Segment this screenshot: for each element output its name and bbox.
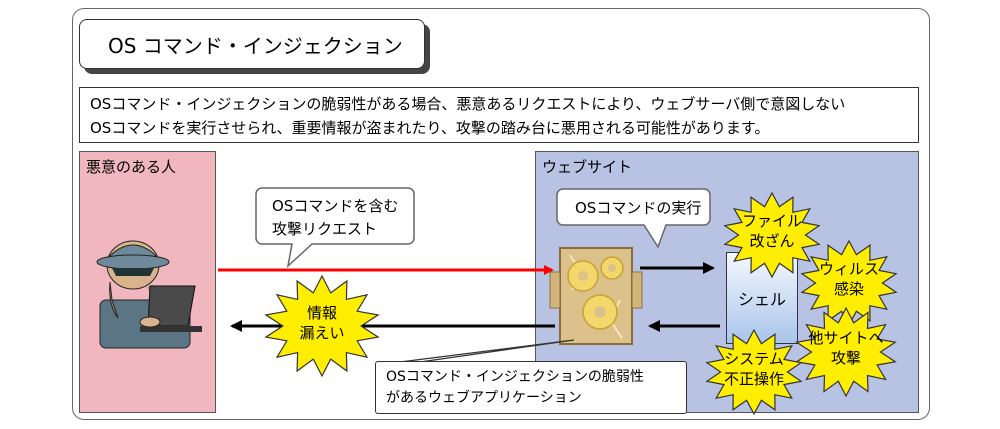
attacker-label: 悪意のある人 [86, 158, 177, 176]
impact-3-line-2: 攻撃 [831, 349, 861, 367]
impact-2-line-2: 感染 [834, 280, 864, 298]
description-box: OSコマンド・インジェクションの脆弱性がある場合、悪意あるリクエストにより、ウェ… [79, 87, 919, 143]
exec-label: OSコマンドの実行 [575, 199, 701, 217]
vulnerable-app-icon [549, 247, 643, 345]
diagram-title: OS コマンド・インジェクション [79, 19, 425, 69]
leak-line-1: 情報 [307, 304, 337, 322]
description-line-2: OSコマンドを実行させられ、重要情報が盗まれたり、攻撃の踏み台に悪用される可能性… [90, 119, 770, 137]
burst-leak [264, 274, 380, 378]
description-line-1: OSコマンド・インジェクションの脆弱性がある場合、悪意あるリクエストにより、ウェ… [90, 95, 846, 113]
request-line-1: OSコマンドを含む [272, 197, 398, 215]
request-line-2: 攻撃リクエスト [272, 220, 377, 238]
vuln-app-line-1: OSコマンド・インジェクションの脆弱性 [386, 369, 644, 385]
exec-bubble [556, 188, 711, 249]
shell-label: シェル [737, 290, 786, 309]
leak-line-2: 漏えい [299, 324, 344, 342]
impact-4-line-1: システム [724, 350, 784, 368]
burst-attack-other [795, 306, 897, 398]
vuln-app-line-2: があるウェブアプリケーション [386, 390, 582, 406]
burst-system [705, 328, 803, 416]
attacker-figure-icon [96, 240, 202, 349]
callout-pointer [399, 339, 575, 363]
impact-3-line-1: 他サイトへ [808, 329, 883, 347]
impact-1-line-2: 改ざん [749, 232, 794, 250]
impact-4-line-2: 不正操作 [724, 370, 784, 388]
burst-file-tamper [723, 191, 821, 279]
impact-2-line-1: ウィルス [819, 260, 879, 278]
vulnerable-app-callout: OSコマンド・インジェクションの脆弱性 があるウェブアプリケーション [375, 361, 687, 414]
impact-1-line-1: ファイル [742, 212, 802, 230]
request-bubble [255, 187, 415, 269]
website-label: ウェブサイト [542, 158, 633, 176]
